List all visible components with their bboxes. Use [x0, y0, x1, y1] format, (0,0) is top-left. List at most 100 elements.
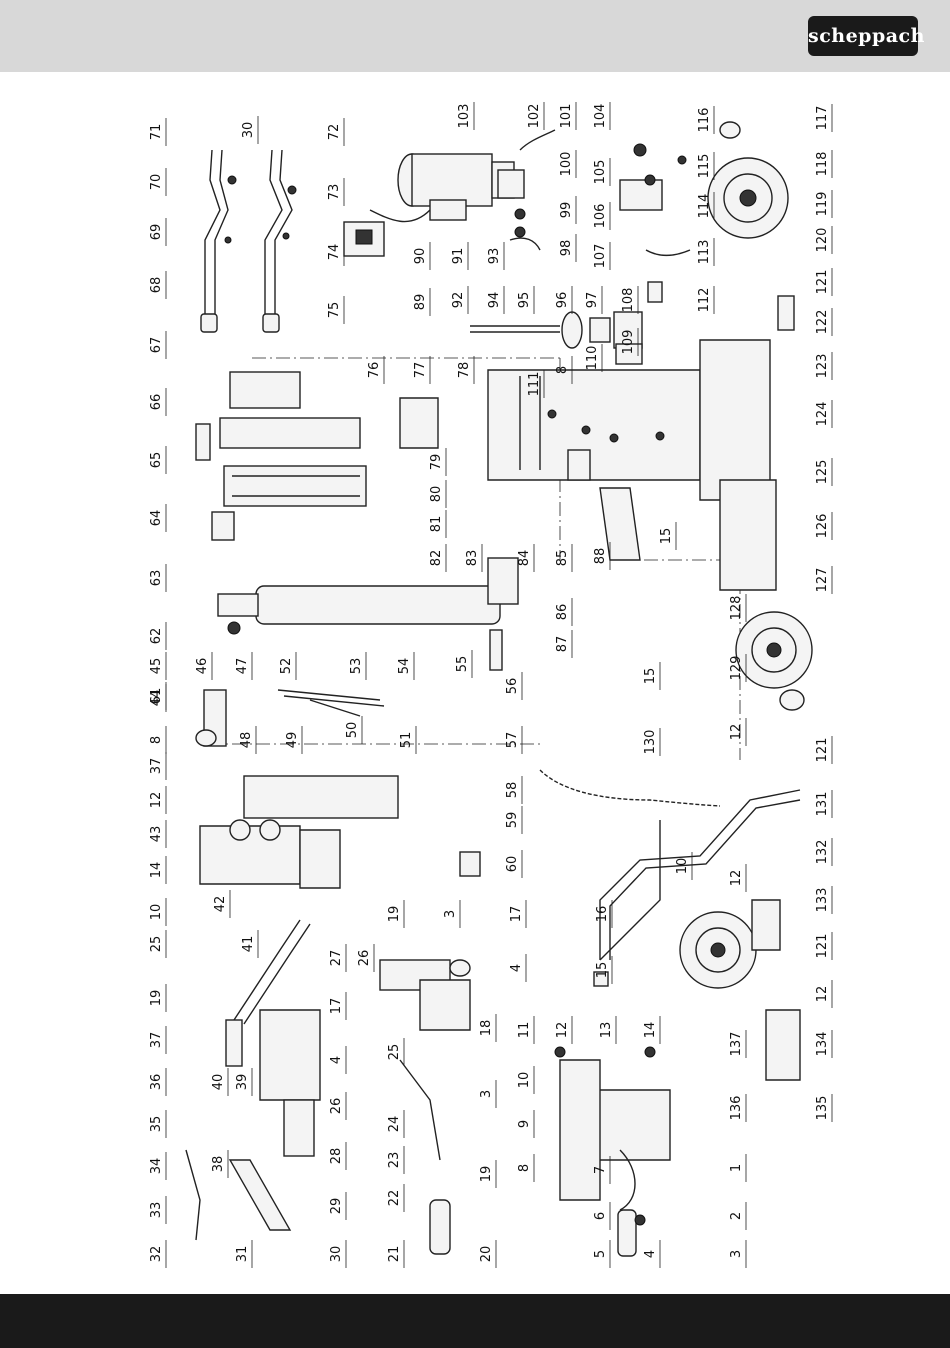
callout-number: 28	[329, 1148, 344, 1165]
callout-number: 74	[327, 244, 342, 261]
callout-number: 132	[815, 840, 830, 865]
transport-handles	[200, 149, 297, 333]
callout-number: 72	[327, 124, 342, 141]
callout-number: 10	[149, 904, 164, 921]
callout-number: 115	[697, 154, 712, 179]
callout-number: 32	[149, 1246, 164, 1263]
callout-number: 85	[555, 550, 570, 567]
callout-number: 70	[149, 174, 164, 191]
callout-number: 43	[149, 826, 164, 843]
callout-number: 134	[815, 1032, 830, 1057]
callout-number: 58	[505, 782, 520, 799]
callout-number: 133	[815, 888, 830, 913]
callout-number: 124	[815, 402, 830, 427]
callout-number: 10	[517, 1072, 532, 1089]
callout-number: 7	[593, 1166, 608, 1174]
callout-number: 1	[729, 1164, 744, 1172]
callout-number: 71	[149, 124, 164, 141]
callout-number: 61	[149, 688, 164, 705]
callout-number: 118	[815, 152, 830, 177]
callout-number: 104	[593, 104, 608, 129]
callout-number: 40	[211, 1074, 226, 1091]
callout-number: 79	[429, 454, 444, 471]
callout-number: 106	[593, 204, 608, 229]
callout-number: 27	[329, 950, 344, 967]
lever-assembly	[185, 919, 471, 1255]
callout-number: 60	[505, 856, 520, 873]
valve-assembly	[470, 311, 643, 365]
callout-number: 17	[509, 906, 524, 923]
callout-number: 3	[479, 1090, 494, 1098]
main-frame	[399, 339, 777, 591]
callout-number: 65	[149, 452, 164, 469]
callout-number: 12	[555, 1022, 570, 1039]
callout-number: 125	[815, 460, 830, 485]
callout-number: 37	[149, 1032, 164, 1049]
callout-number: 80	[429, 486, 444, 503]
callout-number: 3	[443, 910, 458, 918]
callout-number: 38	[211, 1156, 226, 1173]
callout-number: 92	[451, 292, 466, 309]
callout-number: 19	[387, 906, 402, 923]
callout-number: 75	[327, 302, 342, 319]
callout-number: 51	[399, 732, 414, 749]
callout-number: 52	[279, 658, 294, 675]
callout-number: 31	[235, 1246, 250, 1263]
callout-number: 107	[593, 244, 608, 269]
callout-number: 84	[517, 550, 532, 567]
callout-number: 119	[815, 192, 830, 217]
callout-number: 41	[241, 936, 256, 953]
callout-number: 93	[487, 248, 502, 265]
callout-number: 47	[235, 658, 250, 675]
callout-number: 116	[697, 108, 712, 133]
callout-number: 8	[517, 1164, 532, 1172]
callout-number: 108	[621, 288, 636, 313]
callout-number: 18	[479, 1020, 494, 1037]
callout-number: 48	[239, 732, 254, 749]
callout-number: 62	[149, 628, 164, 645]
callout-number: 15	[659, 528, 674, 545]
wheels	[707, 121, 813, 711]
callout-number: 73	[327, 184, 342, 201]
callout-number: 123	[815, 354, 830, 379]
callout-number: 100	[559, 152, 574, 177]
callout-number: 96	[555, 292, 570, 309]
callout-number: 15	[595, 962, 610, 979]
callout-number: 15	[643, 668, 658, 685]
footer-bar	[0, 1294, 950, 1348]
callout-number: 5	[593, 1250, 608, 1258]
callout-number: 9	[517, 1120, 532, 1128]
callout-number: 94	[487, 292, 502, 309]
callout-number: 4	[329, 1056, 344, 1064]
brand-logo: scheppach	[808, 16, 924, 56]
callout-number: 45	[149, 658, 164, 675]
callout-number: 37	[149, 758, 164, 775]
callout-number: 33	[149, 1202, 164, 1219]
callout-number: 12	[149, 792, 164, 809]
callout-number: 21	[387, 1246, 402, 1263]
callout-number: 98	[559, 240, 574, 257]
callout-number: 30	[241, 122, 256, 139]
callout-number: 135	[815, 1096, 830, 1121]
callout-number: 50	[345, 722, 360, 739]
callout-number: 26	[329, 1098, 344, 1115]
callout-number: 67	[149, 337, 164, 354]
trolley-frame	[593, 789, 801, 1081]
callout-number: 137	[729, 1032, 744, 1057]
callout-number: 6	[593, 1212, 608, 1220]
callout-number: 54	[397, 658, 412, 675]
callout-number: 82	[429, 550, 444, 567]
callout-number: 14	[643, 1022, 658, 1039]
callout-number: 59	[505, 812, 520, 829]
callout-number: 24	[387, 1116, 402, 1133]
base-plate	[554, 1046, 671, 1257]
callout-number: 8	[149, 736, 164, 744]
hydraulic-cylinder	[217, 557, 519, 671]
callout-number: 103	[457, 104, 472, 129]
callout-number: 30	[329, 1246, 344, 1263]
callout-number: 25	[149, 936, 164, 953]
callout-number: 81	[429, 516, 444, 533]
callout-number: 19	[479, 1166, 494, 1183]
callout-number: 23	[387, 1152, 402, 1169]
callout-number: 25	[387, 1044, 402, 1061]
